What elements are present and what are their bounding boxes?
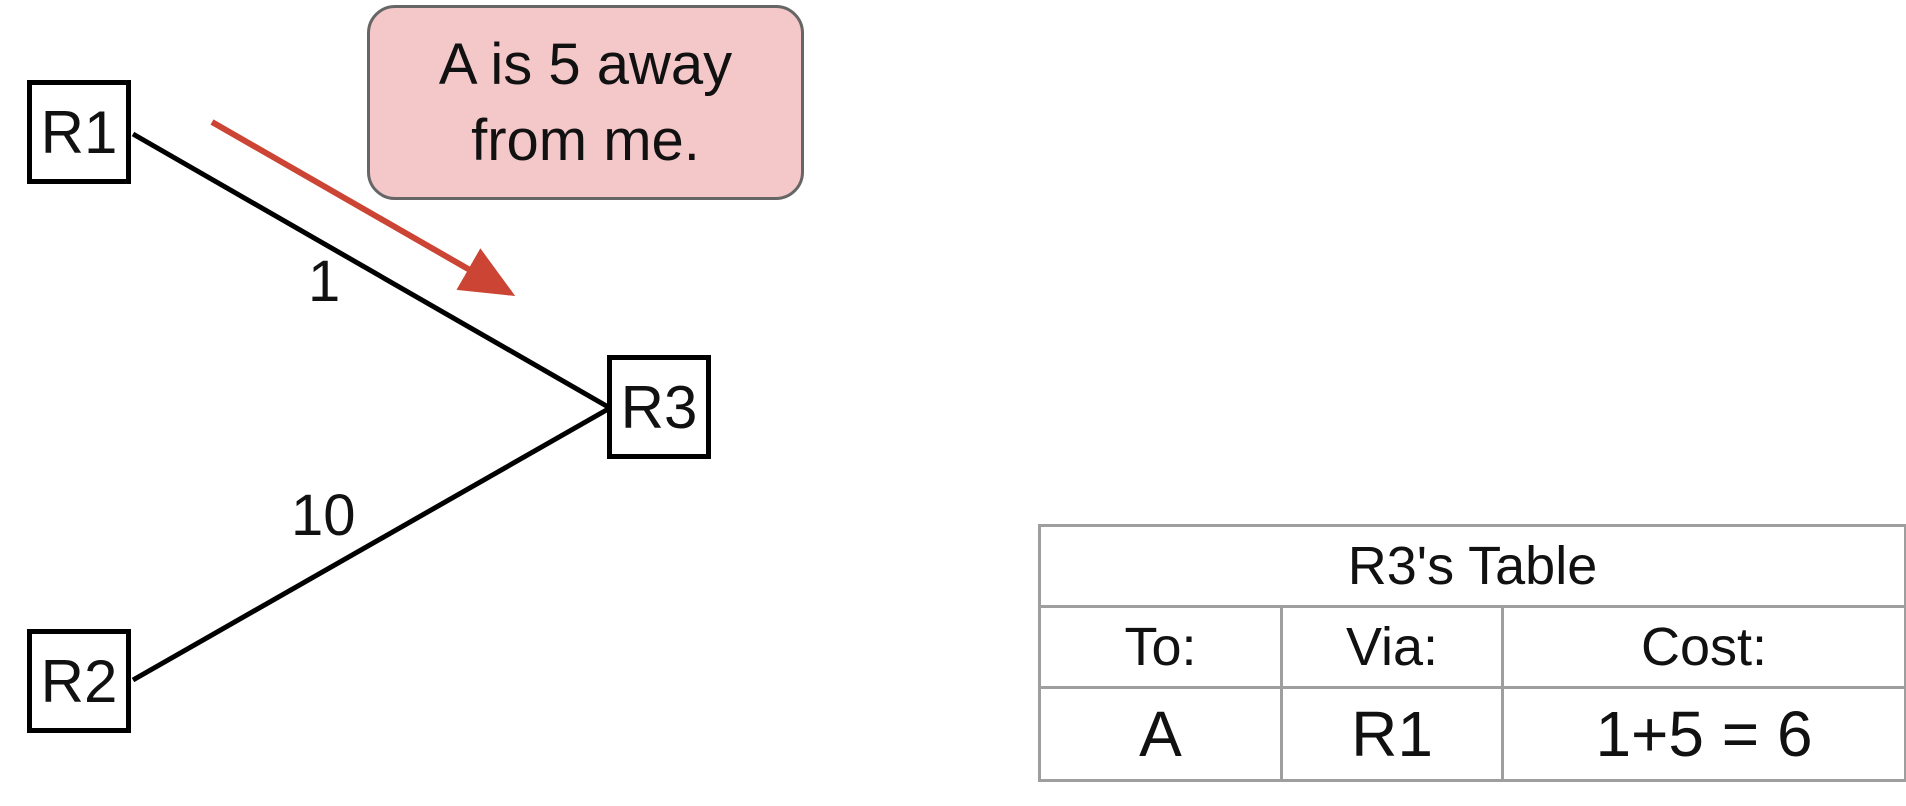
- link-r2-r3-cost: 10: [291, 483, 356, 548]
- router-r1: R1: [27, 80, 131, 184]
- advertisement-arrow: [210, 119, 516, 296]
- routing-table-title: R3's Table: [1038, 524, 1906, 608]
- router-r2-label: R2: [40, 647, 118, 715]
- table-row: A R1 1+5 = 6: [1038, 686, 1906, 782]
- message-bubble: A is 5 away from me.: [367, 5, 804, 200]
- router-r1-label: R1: [40, 98, 118, 166]
- link-r1-r3: [131, 131, 612, 411]
- router-r3: R3: [607, 355, 711, 459]
- routing-table: R3's Table To: Via: Cost: A R1 1+5 = 6: [1038, 524, 1906, 782]
- link-r2-r3: [131, 405, 612, 683]
- link-r1-r3-cost: 1: [308, 249, 341, 314]
- cell-via: R1: [1280, 686, 1504, 782]
- message-line-1: A is 5 away: [438, 31, 733, 97]
- message-line-2: from me.: [471, 107, 700, 173]
- router-r2: R2: [27, 629, 131, 733]
- column-header-to: To:: [1038, 605, 1283, 689]
- cell-cost: 1+5 = 6: [1501, 686, 1906, 782]
- column-header-cost: Cost:: [1501, 605, 1906, 689]
- cell-to: A: [1038, 686, 1283, 782]
- column-header-via: Via:: [1280, 605, 1504, 689]
- router-r3-label: R3: [620, 373, 698, 441]
